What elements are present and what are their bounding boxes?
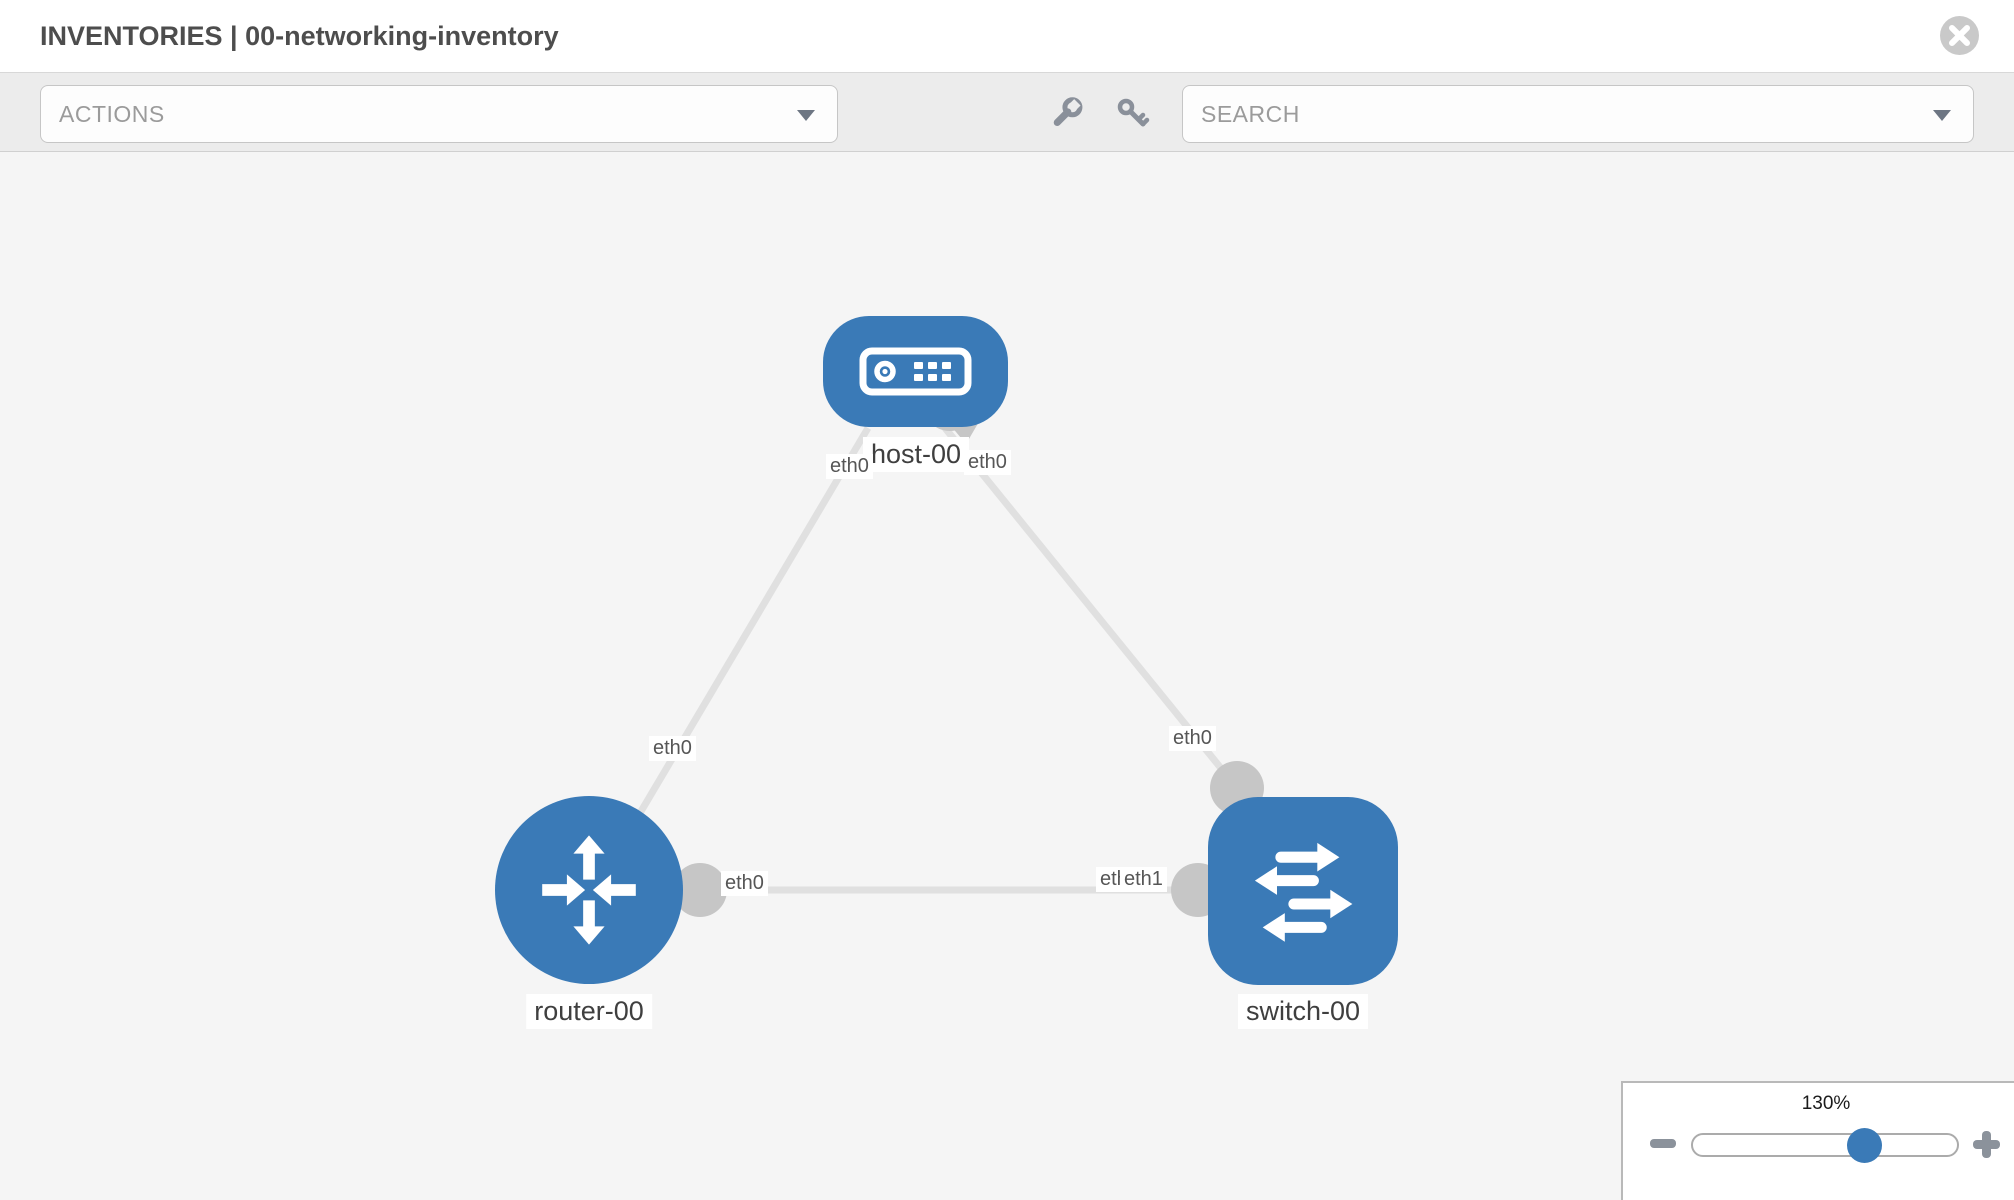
link-host-router bbox=[626, 426, 872, 832]
close-button[interactable] bbox=[1940, 16, 1979, 55]
node-switch-00[interactable] bbox=[1208, 797, 1398, 985]
page-title: INVENTORIES | 00-networking-inventory bbox=[40, 21, 559, 51]
node-host-00[interactable] bbox=[823, 316, 1008, 427]
key-icon bbox=[1117, 98, 1150, 127]
chevron-down-icon bbox=[1933, 110, 1951, 121]
zoom-in-button[interactable] bbox=[1973, 1131, 2000, 1158]
router-icon bbox=[542, 835, 636, 945]
node-label: switch-00 bbox=[1237, 994, 1369, 1029]
plus-icon bbox=[1982, 1131, 1991, 1158]
zoom-out-button[interactable] bbox=[1650, 1139, 1676, 1148]
actions-dropdown-label: ACTIONS bbox=[59, 101, 165, 127]
credentials-button[interactable] bbox=[1114, 95, 1152, 133]
search-dropdown[interactable]: SEARCH bbox=[1182, 85, 1974, 143]
zoom-panel: 130% bbox=[1621, 1081, 2014, 1200]
port-label: eth0 bbox=[649, 736, 696, 761]
toolbar: ACTIONS SEARCH bbox=[0, 72, 2014, 152]
router-connector bbox=[673, 863, 727, 917]
close-icon bbox=[1949, 25, 1970, 46]
port-label: eth0 bbox=[826, 454, 873, 479]
port-label: eth1 bbox=[1120, 867, 1167, 892]
chevron-down-icon bbox=[797, 110, 815, 121]
topology-links bbox=[626, 377, 1264, 917]
node-label: router-00 bbox=[526, 994, 652, 1029]
zoom-slider-thumb[interactable] bbox=[1847, 1128, 1882, 1163]
host-icon bbox=[859, 347, 972, 396]
header: INVENTORIES | 00-networking-inventory bbox=[0, 0, 2014, 72]
zoom-level-label: 130% bbox=[1801, 1093, 1851, 1114]
actions-dropdown[interactable]: ACTIONS bbox=[40, 85, 838, 143]
zoom-slider-track[interactable] bbox=[1691, 1133, 1959, 1157]
node-label: host-00 bbox=[862, 437, 970, 472]
search-dropdown-label: SEARCH bbox=[1201, 101, 1300, 127]
topology-canvas[interactable]: host-00 router-00 switch-00 eth0 eth0 et… bbox=[0, 152, 2014, 1200]
port-label: eth0 bbox=[964, 450, 1011, 475]
wrench-icon bbox=[1053, 97, 1083, 126]
node-router-00[interactable] bbox=[495, 796, 683, 984]
port-label: eth0 bbox=[1169, 726, 1216, 751]
switch-icon bbox=[1254, 842, 1353, 942]
port-label: eth0 bbox=[721, 871, 768, 896]
configure-button[interactable] bbox=[1046, 95, 1084, 133]
